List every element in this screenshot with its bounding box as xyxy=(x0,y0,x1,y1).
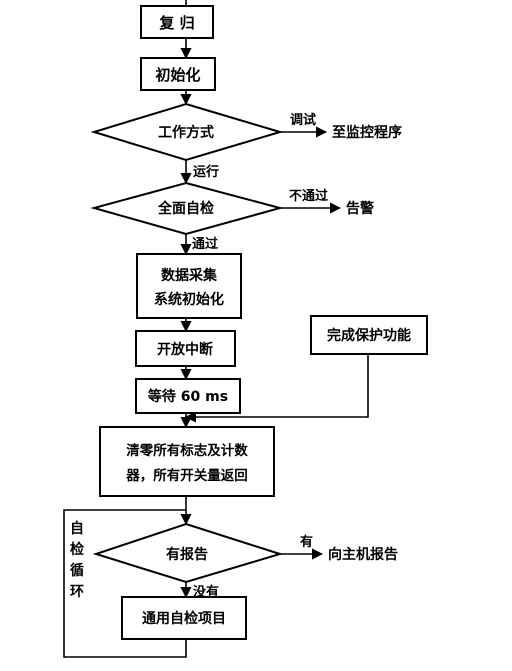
edge-label-no: 没有 xyxy=(193,584,219,600)
node-enable-interrupt-label: 开放中断 xyxy=(157,341,213,358)
self-check-loop-line xyxy=(63,509,187,658)
connectors xyxy=(63,0,369,658)
edge-label-yes: 有 xyxy=(300,534,313,550)
node-data-acquisition: 数据采集 系统初始化 xyxy=(136,253,242,319)
node-clear-line2: 器，所有开关量返回 xyxy=(125,467,248,484)
node-data-acquisition-line2: 系统初始化 xyxy=(154,291,224,308)
edge-label-debug: 调试 xyxy=(290,112,316,128)
edge-label-pass: 通过 xyxy=(192,236,218,252)
loop-label-char-2: 检 xyxy=(70,541,84,558)
node-init: 初始化 xyxy=(140,57,216,91)
node-clear: 清零所有标志及计数 器，所有开关量返回 xyxy=(99,426,275,497)
node-reset: 复 归 xyxy=(140,5,214,39)
alarm-text: 告警 xyxy=(346,200,374,217)
node-protection: 完成保护功能 xyxy=(310,315,428,355)
loop-label-char-4: 环 xyxy=(70,584,84,600)
loop-label: 自 检 循 环 xyxy=(70,520,84,600)
edge-label-run: 运行 xyxy=(193,164,219,180)
decision-full-self-check-label: 全面自检 xyxy=(157,200,214,217)
node-enable-interrupt: 开放中断 xyxy=(135,330,236,367)
node-data-acquisition-line1: 数据采集 xyxy=(161,267,218,284)
edge-label-fail: 不通过 xyxy=(289,188,328,204)
node-wait-label: 等待 60 ms xyxy=(148,388,228,405)
node-protection-label: 完成保护功能 xyxy=(327,327,411,344)
monitor-program-text: 至监控程序 xyxy=(332,124,402,141)
loop-label-char-1: 自 xyxy=(70,520,84,537)
node-init-label: 初始化 xyxy=(155,66,200,84)
node-general-self-check-label: 通用自检项目 xyxy=(142,610,226,627)
node-wait: 等待 60 ms xyxy=(135,378,241,414)
decision-work-mode-label: 工作方式 xyxy=(158,124,214,141)
protection-to-clear-arrow xyxy=(184,354,369,423)
node-reset-label: 复 归 xyxy=(158,14,194,32)
decision-has-report: 有报告 xyxy=(92,522,284,584)
node-clear-line1: 清零所有标志及计数 xyxy=(126,442,248,459)
loop-label-char-3: 循 xyxy=(70,562,84,579)
decision-work-mode: 工作方式 xyxy=(90,102,284,162)
report-to-host-text: 向主机报告 xyxy=(328,546,398,563)
decision-full-self-check: 全面自检 xyxy=(90,181,284,236)
node-general-self-check: 通用自检项目 xyxy=(121,596,247,640)
decision-has-report-label: 有报告 xyxy=(166,546,208,563)
